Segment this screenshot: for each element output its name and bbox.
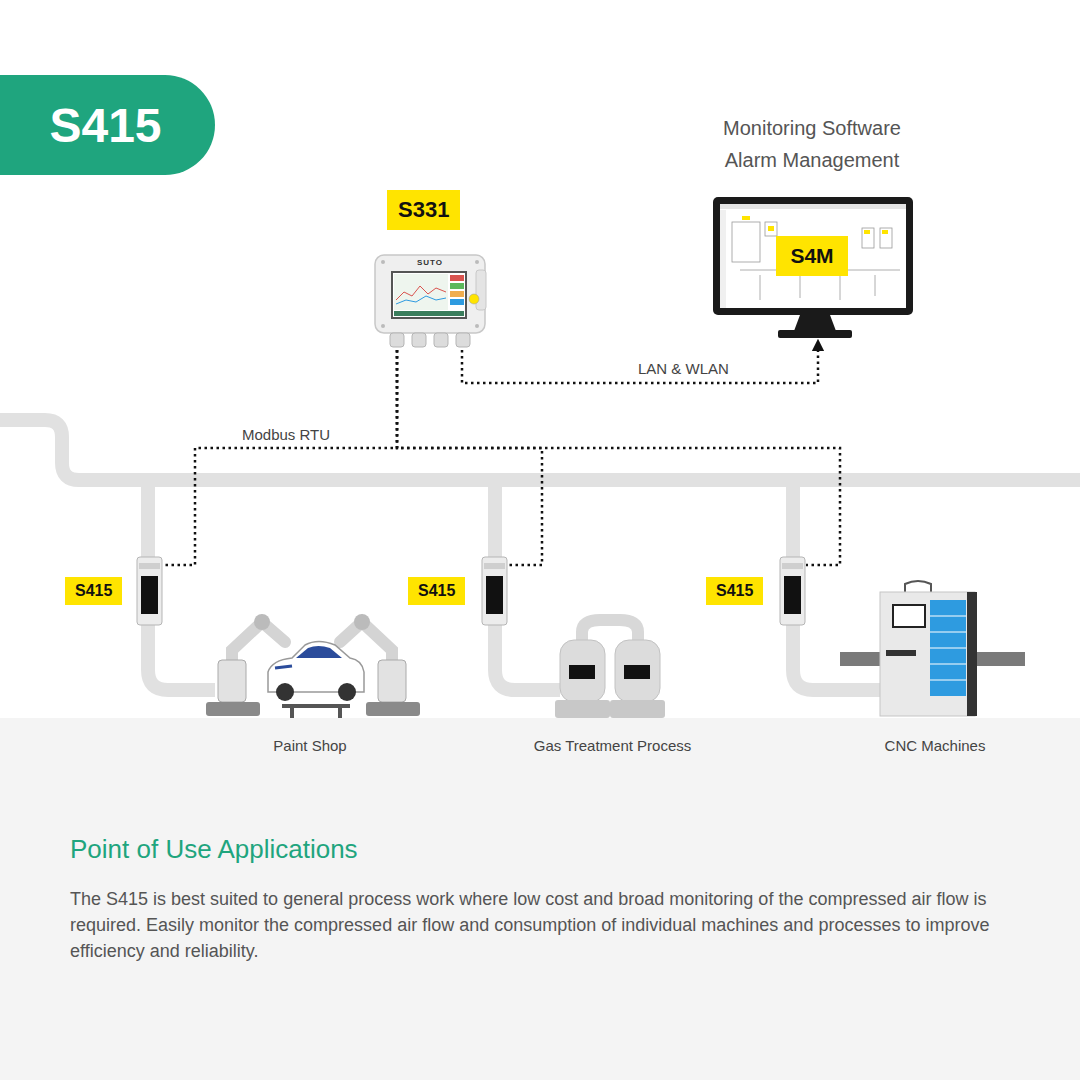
model-tag: S415 [706, 577, 763, 605]
title: S415 [0, 75, 215, 175]
title-badge [0, 75, 215, 175]
software-heading: Monitoring Software Alarm Management [710, 112, 915, 176]
model-tag: S415 [65, 577, 122, 605]
link-label: LAN & WLAN [636, 360, 731, 377]
model-tag: S331 [387, 190, 460, 230]
application-label: Paint Shop [273, 737, 346, 758]
gateway-device: S331 [375, 190, 485, 350]
model-tag: S415 [408, 577, 465, 605]
network-link [462, 340, 818, 383]
application-label: CNC Machines [885, 737, 986, 758]
application-area: CNC Machines [830, 575, 1040, 758]
s331-device [375, 255, 486, 347]
section-heading: Point of Use Applications [70, 834, 358, 865]
link-label: Modbus RTU [240, 426, 332, 443]
application-area: Gas Treatment Process [520, 600, 705, 758]
flow-sensor: S415 [706, 555, 806, 627]
model-tag: S4M [776, 236, 847, 276]
flow-sensor: S415 [65, 555, 162, 627]
cnc-machine [840, 581, 1025, 716]
bus-link [397, 350, 840, 565]
gas-treatment-tanks [555, 620, 665, 718]
bus-link [162, 350, 397, 565]
body-text: The S415 is best suited to general proce… [70, 886, 1020, 964]
logo-text: SUTO [417, 258, 443, 267]
s415-sensor [137, 557, 162, 625]
application-label: Gas Treatment Process [534, 737, 692, 758]
s415-sensor [482, 557, 507, 625]
application-area: Paint Shop [190, 600, 430, 758]
monitor [713, 197, 913, 338]
monitoring-screen: Monitoring Software Alarm ManagementS4M [696, 112, 928, 340]
paint-robots-car [206, 614, 420, 718]
floor [0, 718, 1080, 1080]
s415-sensor [780, 557, 805, 625]
flow-sensor: S415 [408, 555, 508, 627]
